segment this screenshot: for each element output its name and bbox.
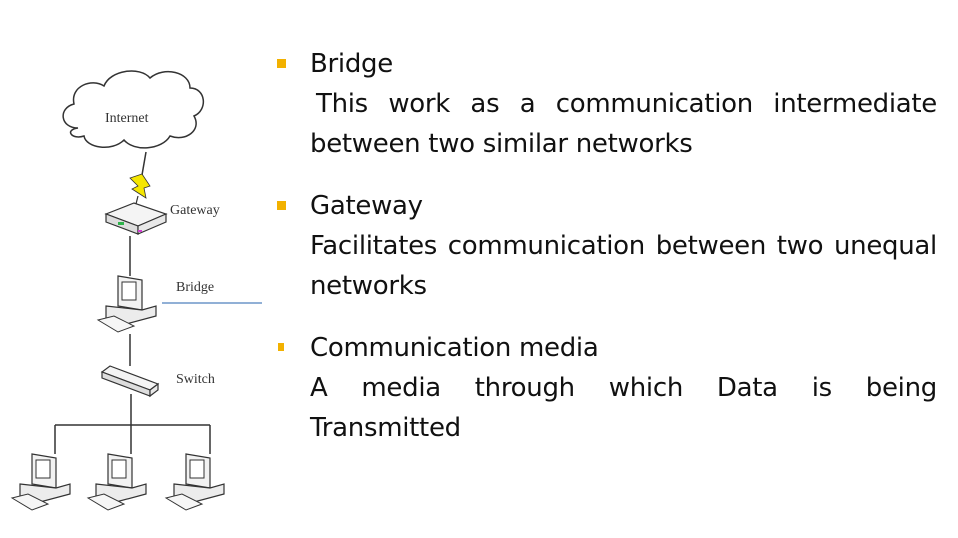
lightning-icon bbox=[129, 173, 151, 199]
bullet-description: A media through which Data is being Tran… bbox=[310, 373, 937, 443]
bullet-list: Bridge This work as a communication inte… bbox=[275, 44, 937, 470]
gateway-label: Gateway bbox=[170, 203, 220, 218]
bullet-description: This work as a communication intermediat… bbox=[310, 89, 937, 159]
internet-cloud-icon: Internet bbox=[62, 70, 204, 149]
switch-label: Switch bbox=[176, 372, 215, 387]
bullet-title: Gateway bbox=[310, 191, 423, 221]
bullet-title: Communication media bbox=[310, 333, 599, 363]
computer-2-icon bbox=[86, 453, 147, 511]
bullet-title: Bridge bbox=[310, 49, 393, 79]
gateway-router-icon: Gateway bbox=[104, 202, 220, 235]
bullet-square-icon bbox=[277, 59, 286, 68]
switch-icon: Switch bbox=[100, 365, 215, 398]
computer-3-icon bbox=[164, 453, 225, 511]
bridge-computer-icon bbox=[96, 275, 157, 333]
bullet-description: Facilitates communication between two un… bbox=[310, 231, 937, 301]
bridge-label: Bridge bbox=[176, 280, 214, 295]
bullet-item-communication-media: Communication media A media through whic… bbox=[275, 328, 937, 448]
bullet-square-icon bbox=[278, 343, 284, 351]
bullet-item-gateway: Gateway Facilitates communication betwee… bbox=[275, 186, 937, 306]
bullet-square-icon bbox=[277, 201, 286, 210]
network-diagram: Internet Gateway Bridge Switch bbox=[10, 70, 262, 511]
bullet-item-bridge: Bridge This work as a communication inte… bbox=[275, 44, 937, 164]
computer-1-icon bbox=[10, 453, 71, 511]
internet-label: Internet bbox=[105, 111, 149, 126]
